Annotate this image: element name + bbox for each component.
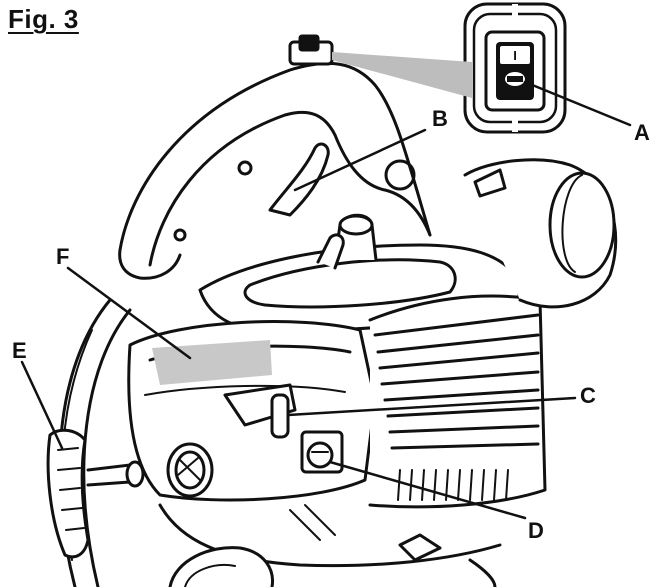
callout-label-e: E — [12, 338, 27, 363]
base-frame — [158, 503, 502, 587]
stop-switch-small — [288, 34, 334, 66]
switch-inset — [463, 2, 567, 134]
callout-label-f: F — [56, 244, 70, 269]
blower-outlet — [463, 158, 618, 309]
magnification-leader — [332, 52, 472, 98]
callout-label-d: D — [528, 518, 544, 543]
leader-line-f — [66, 266, 192, 360]
callout-label-b: B — [432, 106, 448, 131]
leader-line-b — [293, 128, 427, 192]
switch-on-mark: I — [513, 48, 517, 63]
leader-line-c — [286, 396, 577, 417]
starter-handle — [46, 428, 145, 559]
throttle-lever — [268, 142, 330, 217]
cooling-fins — [368, 294, 547, 509]
callout-label-c: C — [580, 383, 596, 408]
leader-line-d — [328, 460, 527, 520]
callout-label-a: A — [634, 120, 650, 145]
figure-title: Fig. 3 — [8, 4, 79, 34]
leader-line-a — [523, 80, 632, 127]
leader-line-e — [20, 360, 64, 450]
